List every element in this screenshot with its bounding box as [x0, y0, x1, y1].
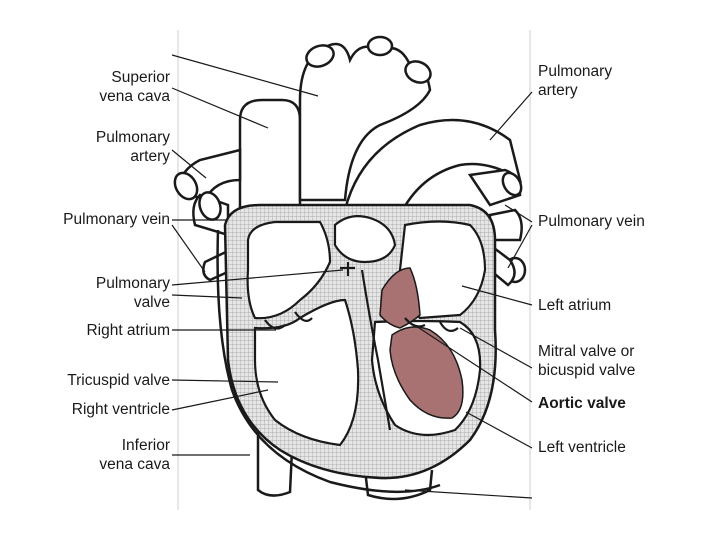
- mitral-valve-leaflets: [404, 317, 459, 332]
- superior-vena-cava-shape: [238, 98, 302, 217]
- label-superior-vena-cava: Superior vena cava: [99, 69, 170, 105]
- label-pulmonary-artery-right: Pulmonary artery: [538, 63, 613, 99]
- leader-lines-left: [171, 54, 344, 456]
- aortic-arch-shape: [298, 35, 432, 202]
- label-pulmonary-artery-left: Pulmonary artery: [95, 129, 170, 165]
- septum: [360, 269, 392, 431]
- label-aortic-valve: Aortic valve: [538, 395, 626, 412]
- right-atrium-chamber: [246, 220, 332, 320]
- label-tricuspid-valve: Tricuspid valve: [67, 372, 170, 389]
- label-left-atrium: Left atrium: [538, 297, 612, 314]
- label-pulmonary-valve: Pulmonary valve: [95, 275, 170, 311]
- heart-outer-line: [216, 229, 441, 494]
- label-pulmonary-vein-left: Pulmonary vein: [63, 211, 170, 228]
- label-right-ventricle: Right ventricle: [71, 401, 170, 418]
- label-right-atrium: Right atrium: [86, 322, 170, 339]
- label-inferior-vena-cava: Inferior vena cava: [99, 437, 170, 473]
- label-left-ventricle: Left ventricle: [538, 439, 626, 456]
- label-pulmonary-vein-right: Pulmonary vein: [538, 213, 645, 230]
- pulmonary-valve-shape: [333, 215, 397, 264]
- tricuspid-valve-leaflets: [264, 311, 313, 330]
- left-ventricle-highlight: [389, 326, 464, 419]
- leader-lines-right: [404, 91, 533, 499]
- pulmonary-artery-shape: [173, 118, 523, 217]
- aortic-valve-highlight: [379, 267, 421, 329]
- label-mitral-valve: Mitral valve or bicuspid valve: [538, 343, 636, 379]
